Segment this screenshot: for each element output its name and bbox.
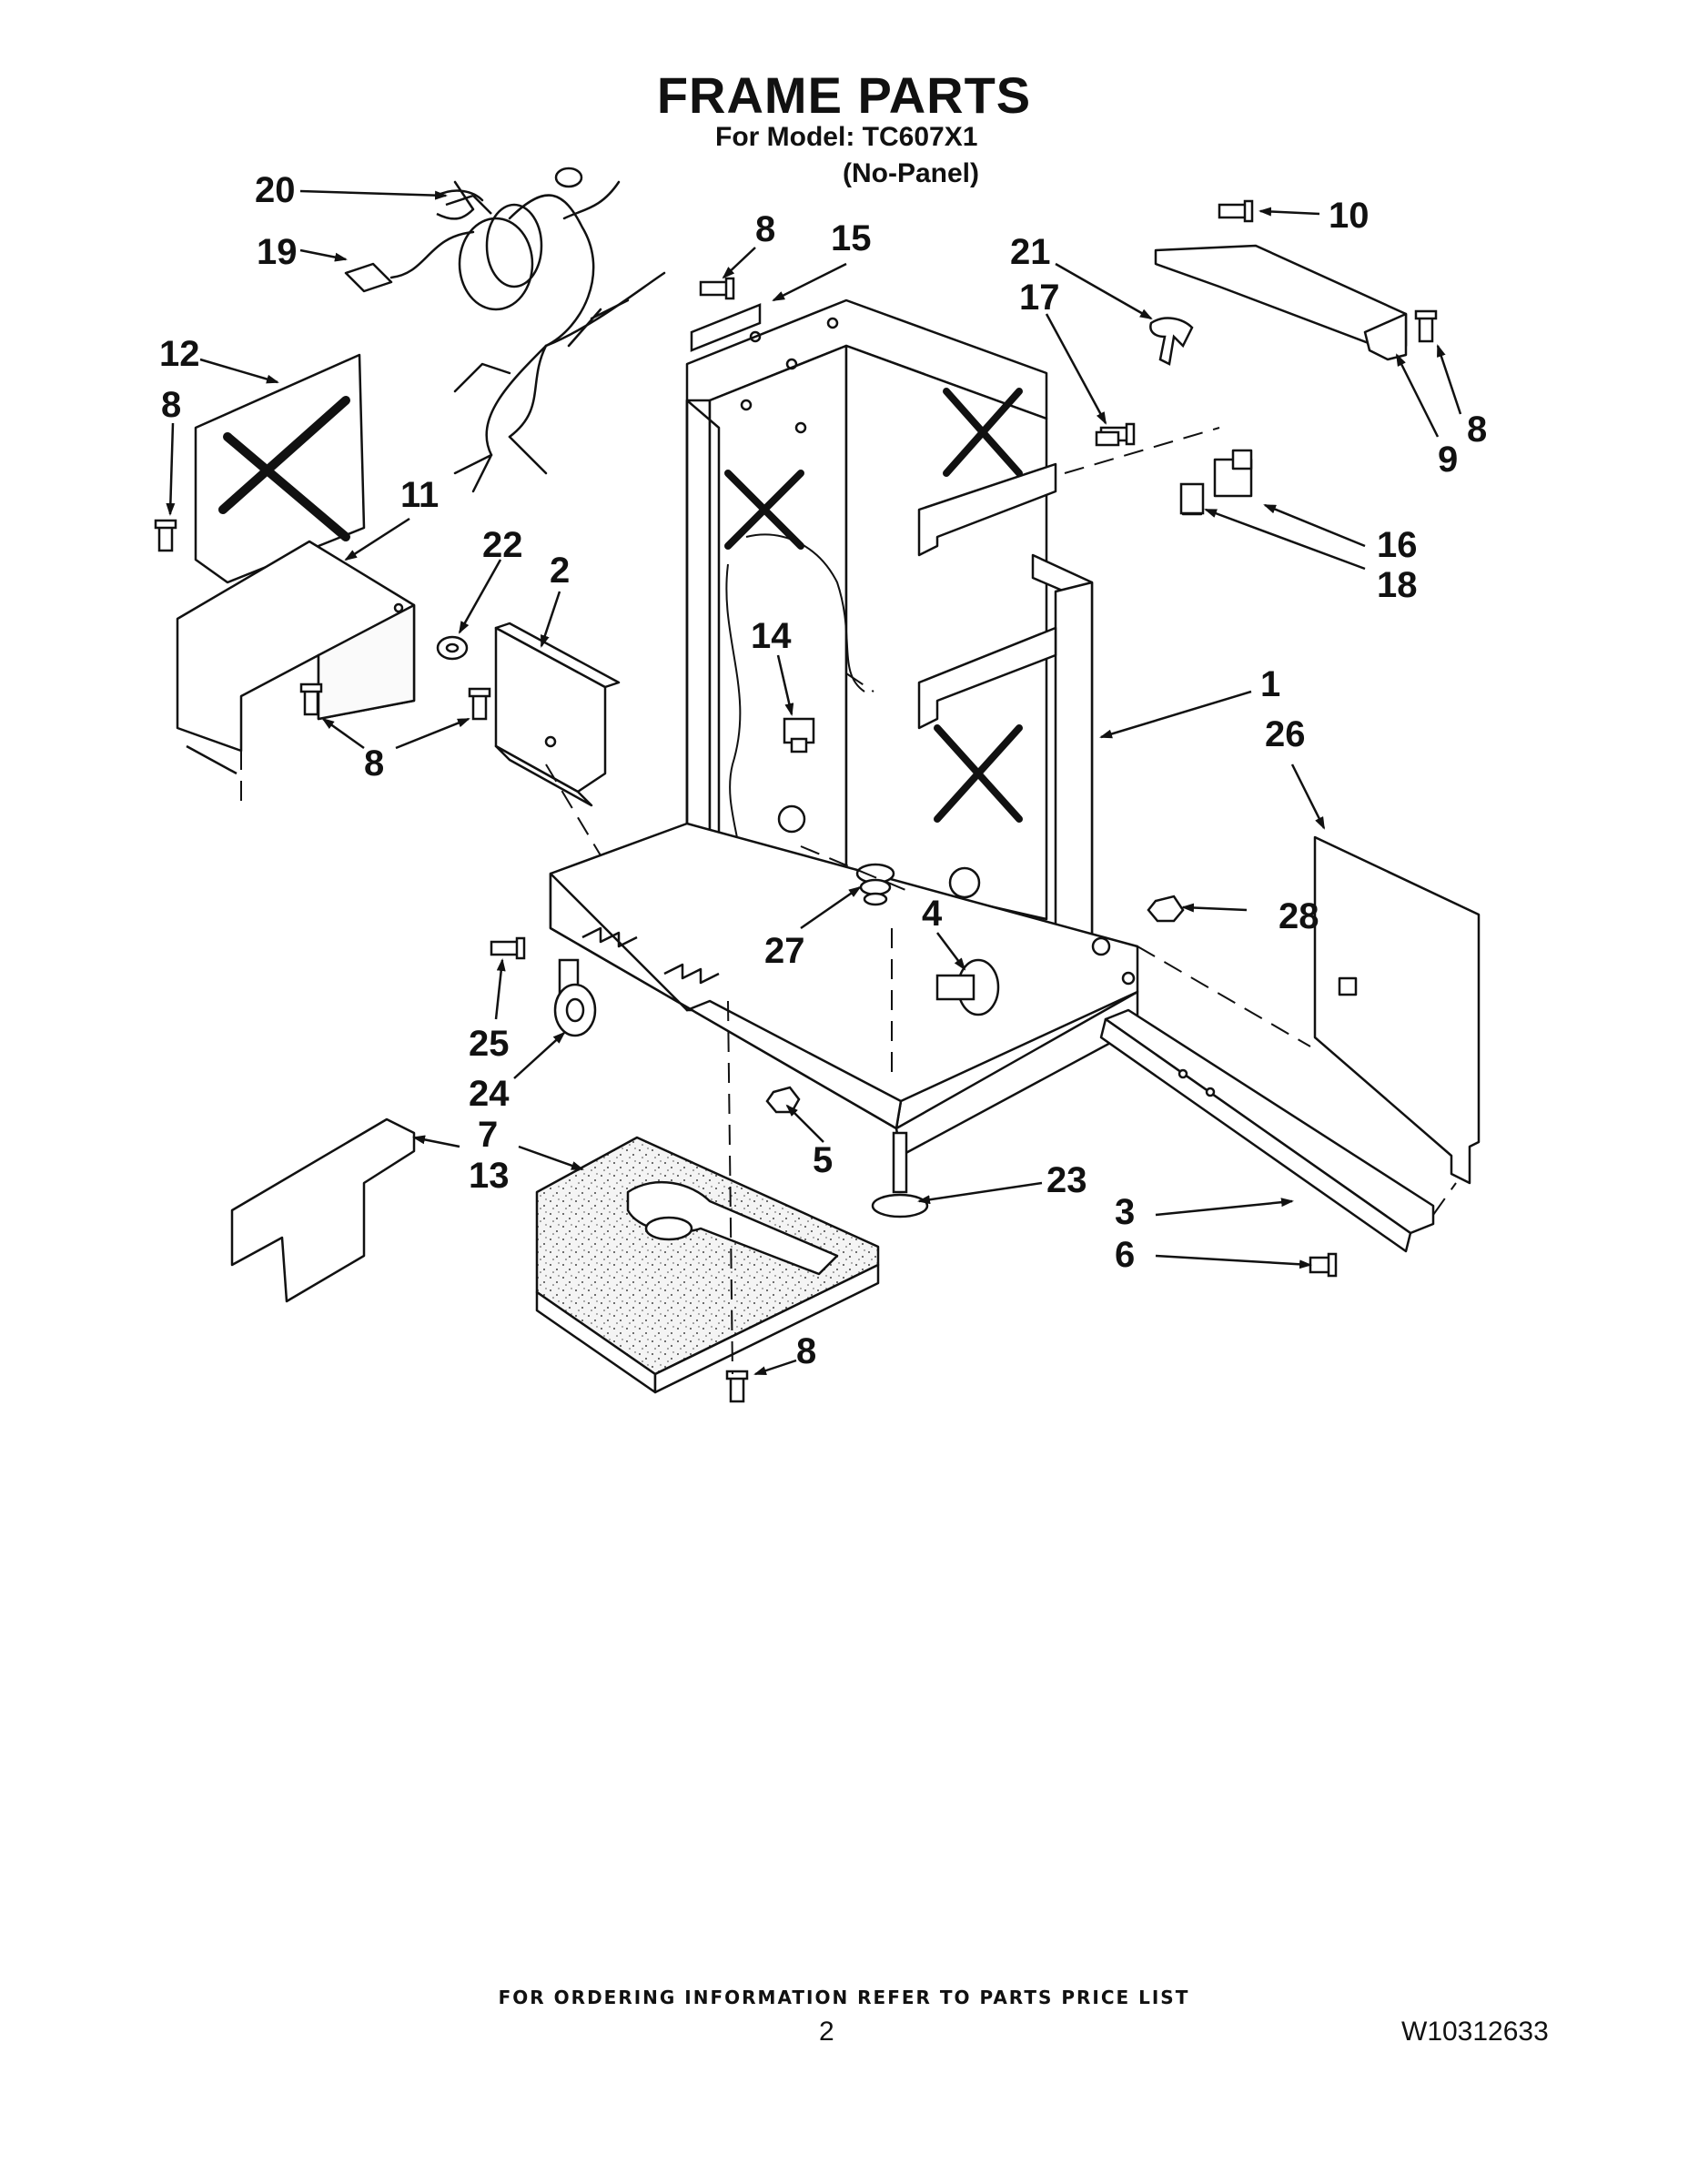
callout-17: 17 <box>1019 278 1060 318</box>
callout-9: 9 <box>1438 440 1458 480</box>
screw-icon <box>154 519 177 552</box>
screw-icon <box>468 687 491 721</box>
footer-note: FOR ORDERING INFORMATION REFER TO PARTS … <box>498 1987 1190 2008</box>
callout-11: 11 <box>400 475 439 515</box>
base-pan <box>535 1136 880 1394</box>
callout-labels: 1 2 3 4 5 6 7 8 8 8 8 8 9 10 11 12 13 14… <box>159 170 1487 1371</box>
screw-icon <box>490 936 526 960</box>
exploded-parts-diagram: 1 2 3 4 5 6 7 8 8 8 8 8 9 10 11 12 13 14… <box>154 167 1487 1403</box>
screw-icon <box>1309 1252 1338 1278</box>
document-number: W10312633 <box>1401 2017 1549 2047</box>
callout-1: 1 <box>1260 664 1280 704</box>
callout-25: 25 <box>469 1024 510 1064</box>
callout-28: 28 <box>1279 896 1319 936</box>
callout-10: 10 <box>1329 196 1370 236</box>
page-number: 2 <box>819 2017 834 2047</box>
callout-3: 3 <box>1115 1192 1135 1232</box>
top-bracket <box>1154 244 1408 361</box>
callout-15: 15 <box>831 218 872 258</box>
screw-icon <box>699 277 735 300</box>
callout-7: 7 <box>478 1115 498 1155</box>
variant-line: (No-Panel) <box>843 158 979 188</box>
bracket <box>494 622 621 807</box>
callout-4: 4 <box>922 894 943 934</box>
wire-harness <box>344 180 666 493</box>
insulation-pad <box>230 1117 416 1303</box>
side-panel <box>1313 835 1481 1185</box>
screw-icon <box>725 1370 749 1403</box>
small-parts <box>154 167 1438 1403</box>
callout-13: 13 <box>469 1156 510 1196</box>
callout-16: 16 <box>1377 525 1418 565</box>
screw-icon <box>1414 309 1438 343</box>
screw-icon <box>1218 199 1254 223</box>
callout-18: 18 <box>1377 565 1418 605</box>
callout-5: 5 <box>813 1140 833 1180</box>
callout-2: 2 <box>550 551 570 591</box>
callout-26: 26 <box>1265 714 1306 754</box>
callout-12: 12 <box>159 334 200 374</box>
rear-cover-panel <box>194 353 366 584</box>
leader-arrows <box>166 189 1462 1376</box>
callout-8: 8 <box>364 743 384 784</box>
callout-20: 20 <box>255 170 296 210</box>
callout-23: 23 <box>1046 1160 1087 1200</box>
screw-icon <box>1095 430 1120 447</box>
callout-14: 14 <box>751 616 792 656</box>
cabinet-frame <box>685 298 1094 1012</box>
model-line: For Model: TC607X1 <box>715 122 978 152</box>
alignment-lines <box>240 427 1457 1375</box>
callout-8: 8 <box>1467 410 1487 450</box>
callout-24: 24 <box>469 1074 510 1114</box>
callout-8: 8 <box>161 385 181 425</box>
shield-cover <box>176 540 416 775</box>
page-title: FRAME PARTS <box>656 66 1032 124</box>
callout-21: 21 <box>1010 232 1051 272</box>
screw-icon <box>299 682 323 716</box>
callout-19: 19 <box>257 232 298 272</box>
callout-22: 22 <box>482 525 523 565</box>
callout-6: 6 <box>1115 1235 1135 1275</box>
callout-8: 8 <box>796 1331 816 1371</box>
callout-27: 27 <box>764 931 805 971</box>
callout-8: 8 <box>755 209 775 249</box>
